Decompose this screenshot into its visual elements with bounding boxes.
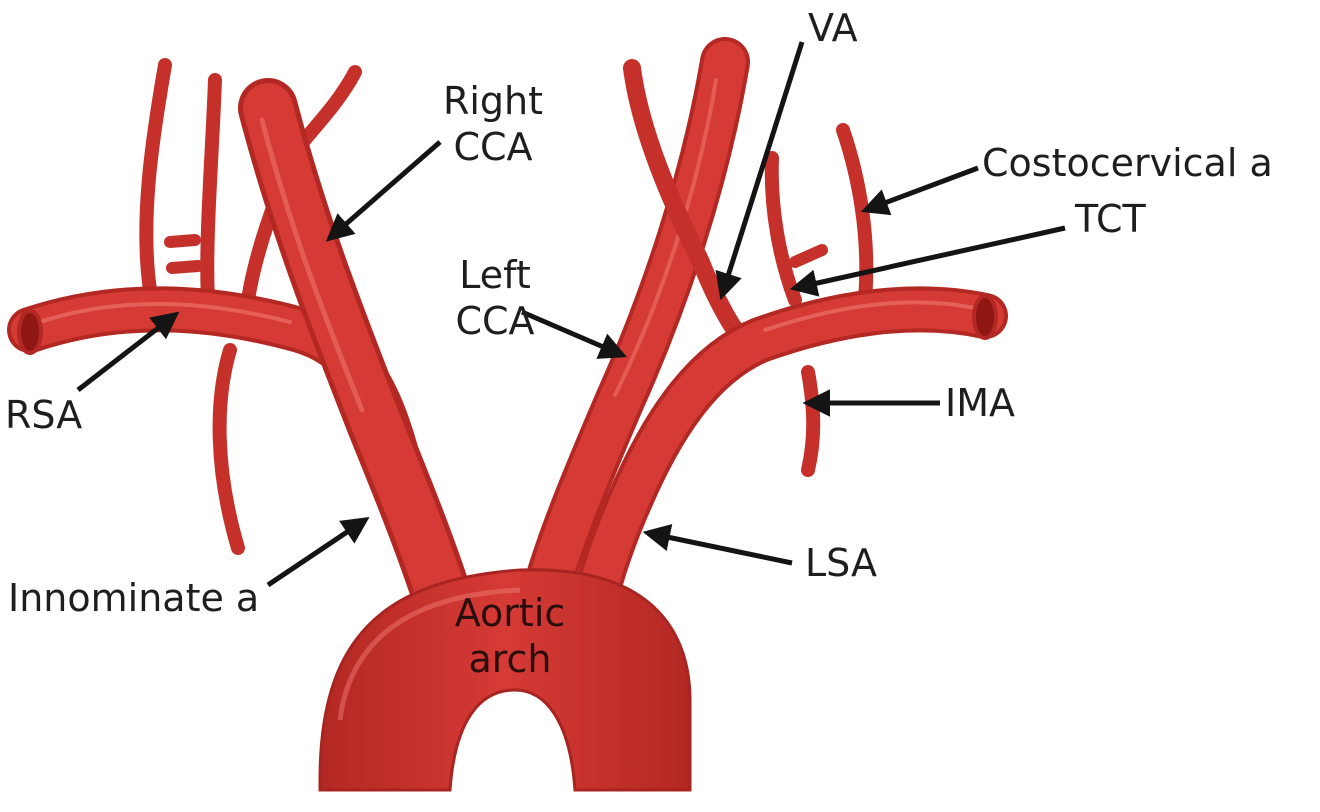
label-lsa: LSA — [805, 540, 877, 586]
label-ima-text: IMA — [945, 381, 1015, 425]
arrow-lsa — [648, 533, 792, 563]
label-right-cca-line2: CCA — [438, 124, 548, 170]
label-tct-text: TCT — [1075, 197, 1146, 241]
label-right-cca: Right CCA — [438, 78, 548, 170]
label-costocervical: Costocervical a — [982, 140, 1273, 186]
label-aortic-arch-line2: arch — [440, 636, 580, 682]
label-va-text: VA — [808, 6, 858, 50]
arrow-tct — [795, 228, 1065, 288]
lsa-lumen — [974, 296, 996, 338]
label-ima: IMA — [945, 380, 1015, 426]
rsa-lumen — [19, 311, 41, 353]
arrow-costocervical — [866, 168, 978, 210]
label-left-cca-line2: CCA — [440, 298, 550, 344]
label-left-cca: Left CCA — [440, 252, 550, 344]
label-innominate-text: Innominate a — [8, 576, 259, 620]
label-tct: TCT — [1075, 196, 1146, 242]
label-aortic-arch-line1: Aortic — [440, 590, 580, 636]
arrow-innominate — [268, 520, 365, 585]
label-left-cca-line1: Left — [440, 252, 550, 298]
label-rsa-text: RSA — [5, 393, 82, 437]
label-costocervical-text: Costocervical a — [982, 141, 1273, 185]
label-rsa: RSA — [5, 392, 82, 438]
label-right-cca-line1: Right — [438, 78, 548, 124]
label-aortic-arch: Aortic arch — [440, 590, 580, 682]
label-va: VA — [808, 5, 858, 51]
label-innominate: Innominate a — [8, 575, 259, 621]
label-lsa-text: LSA — [805, 541, 877, 585]
arrow-right-cca — [330, 142, 440, 238]
